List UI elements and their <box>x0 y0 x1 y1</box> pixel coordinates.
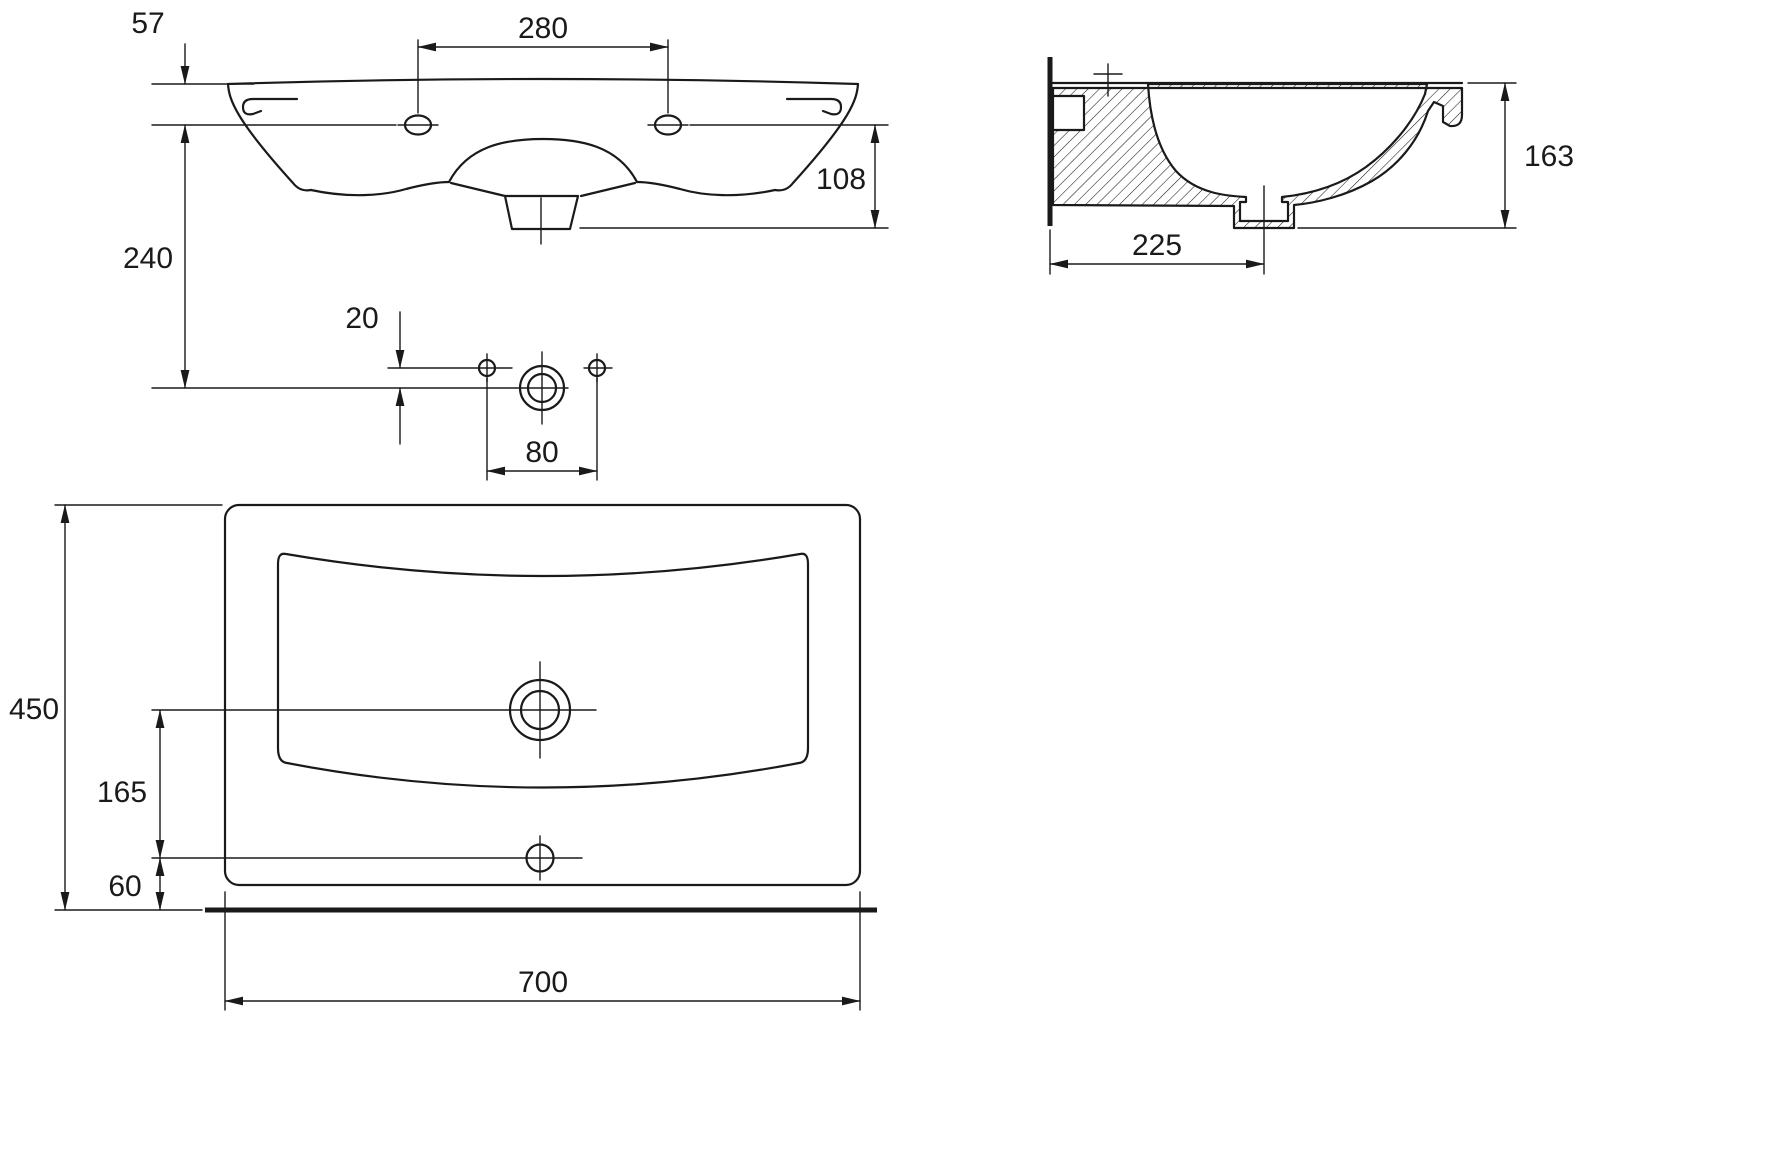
left-rim-hook <box>241 97 299 116</box>
dim-label-60: 60 <box>108 870 141 903</box>
dimension-wall-to-drain: 225 <box>1049 229 1265 275</box>
dim-label-20: 20 <box>345 302 378 335</box>
dimension-hole-spacing: 280 <box>417 12 669 114</box>
dim-label-165: 165 <box>97 776 147 809</box>
dim-label-108: 108 <box>816 163 866 196</box>
dim-label-240: 240 <box>123 242 173 275</box>
front-view: 57 280 108 240 <box>123 7 889 481</box>
dimension-drain-to-tap-hole: 165 <box>97 709 165 859</box>
basin-bottom-right <box>635 180 777 197</box>
dim-label-225: 225 <box>1132 229 1182 262</box>
overflow-drain-detail: 20 80 <box>151 302 613 481</box>
drain-hole-inner <box>526 372 558 404</box>
dim-label-163: 163 <box>1524 140 1574 173</box>
dimension-depth: 450 <box>9 504 223 911</box>
fixing-hole-right <box>587 358 607 378</box>
drain-hole-outer <box>518 364 566 412</box>
basin-outer-outline <box>223 503 862 887</box>
dimension-tap-hole-to-edge: 60 <box>108 857 165 911</box>
ceramic-cross-section <box>1047 82 1464 230</box>
basin-bowl-arch <box>447 137 639 184</box>
side-section-view: 163 225 <box>1047 57 1574 275</box>
basin-right-side <box>773 82 860 192</box>
dim-label-80: 80 <box>525 436 558 469</box>
right-rim-hook <box>785 97 843 116</box>
basin-bottom-left <box>309 180 451 197</box>
plan-view: 450 165 60 700 <box>9 503 877 1011</box>
dim-label-280: 280 <box>518 12 568 45</box>
dimension-holes-to-drain-bottom: 108 <box>579 124 889 229</box>
dim-label-700: 700 <box>518 966 568 999</box>
basin-top-edge <box>226 77 860 86</box>
dimension-rim-to-holes: 57 <box>131 7 397 126</box>
drain-boss <box>503 194 580 231</box>
basin-inner-bowl-outline <box>276 552 810 789</box>
basin-left-side <box>226 82 313 192</box>
drain-boss-shoulders <box>449 181 637 198</box>
basin-front-outline <box>226 77 860 245</box>
fixing-hole-left <box>477 358 497 378</box>
dimension-holes-to-drain-center: 240 <box>123 124 190 389</box>
dim-label-57: 57 <box>131 7 164 40</box>
dimension-basin-height: 163 <box>1297 82 1574 229</box>
dim-label-450: 450 <box>9 693 59 726</box>
dimension-width: 700 <box>224 891 861 1011</box>
